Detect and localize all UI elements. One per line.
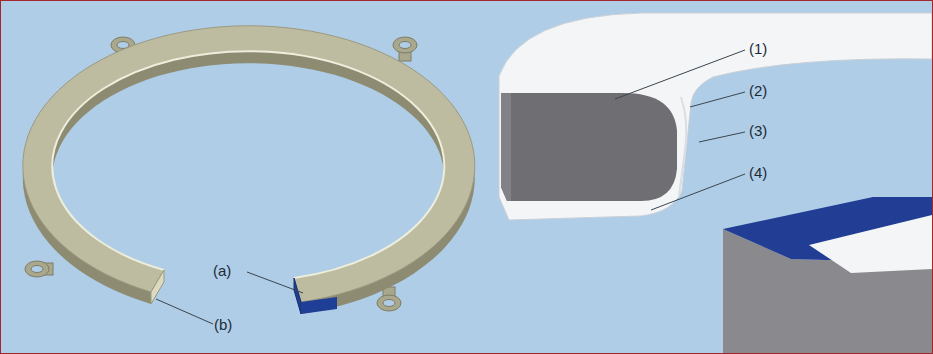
ring-inner-edge — [52, 51, 444, 278]
callout-label: (2) — [749, 83, 767, 99]
callout-label: (a) — [213, 263, 231, 279]
callout-label: (b) — [214, 317, 232, 333]
callout-label: (1) — [749, 41, 767, 57]
callout-label: (4) — [749, 165, 767, 181]
callout-label: (3) — [749, 123, 767, 139]
cut-face-a-band — [301, 297, 337, 314]
seal-inner-lip — [679, 97, 686, 196]
ring-top-face — [23, 26, 475, 302]
cut-face-b — [151, 270, 164, 304]
core-left-face — [501, 93, 511, 201]
cut-face-a — [294, 278, 301, 314]
core-section — [501, 93, 677, 201]
leader-lines — [615, 50, 745, 210]
block-white-plate — [809, 215, 932, 273]
seal-profile — [499, 13, 932, 220]
